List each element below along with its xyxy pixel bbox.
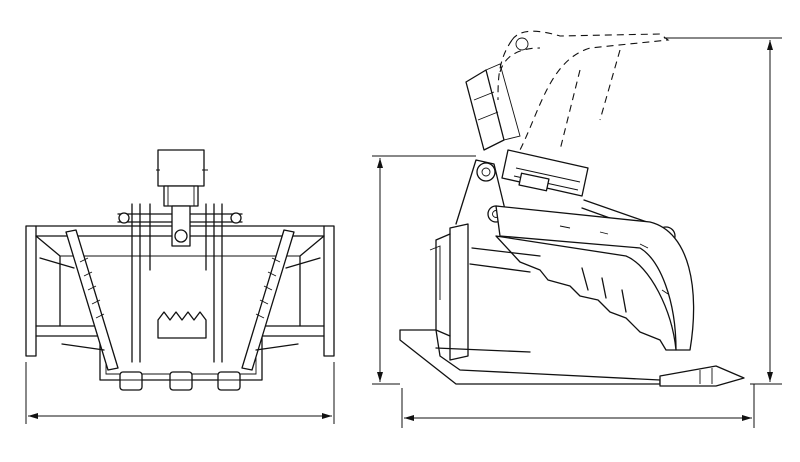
tooth-shoe-left: [119, 371, 143, 391]
open-pivot: [515, 37, 529, 51]
grapple-teeth-inner: [581, 267, 627, 313]
frame-back: [435, 233, 451, 337]
right-tine: [241, 229, 295, 371]
open-cylinder-body: [465, 69, 505, 151]
front-view: [25, 149, 335, 424]
cylinder-details: [156, 169, 208, 206]
upper-pivot-inner: [481, 167, 491, 177]
bucket-floor: [399, 329, 661, 385]
tooth-shoe-right: [217, 371, 241, 391]
cylinder-clamp: [518, 172, 550, 192]
side-width-dimension: [401, 384, 755, 428]
cylinder-head: [157, 149, 205, 187]
inner-arms: [149, 203, 207, 271]
bucket-tooth: [659, 365, 745, 387]
right-pin: [230, 212, 242, 224]
frame-arm: [455, 159, 509, 225]
center-arm-right: [213, 203, 223, 363]
open-height-dimension: [664, 37, 782, 385]
left-pin: [118, 212, 130, 224]
grapple-arm-holes: [559, 225, 673, 327]
right-side-plate: [323, 225, 335, 357]
open-cylinder-side: [485, 63, 521, 141]
bucket-bars: [435, 247, 541, 353]
cylinder-body: [501, 149, 589, 197]
grapple-arm: [495, 205, 695, 351]
right-tine-braces: [255, 257, 321, 351]
upper-pivot: [476, 162, 496, 182]
closed-height-dimension: [372, 155, 476, 385]
side-view: [372, 30, 782, 428]
open-grapple-ribs: [559, 49, 621, 151]
center-teeth: [157, 311, 207, 339]
grapple-teeth: [495, 235, 677, 351]
bucket-tooth-details: [699, 368, 713, 384]
open-cylinder-details: [473, 91, 499, 121]
tooth-shoe-center: [169, 371, 193, 391]
rod-pin: [174, 229, 188, 243]
open-grapple-outer: [511, 30, 670, 151]
bottom-rail: [35, 325, 325, 337]
center-arm-left: [131, 203, 141, 363]
frame-upright: [449, 223, 469, 361]
bucket-rear-lip: [429, 245, 441, 300]
left-tine: [65, 229, 119, 371]
front-width-dimension: [25, 362, 335, 424]
left-side-plate: [25, 225, 37, 357]
right-tine-teeth: [255, 257, 281, 319]
left-tine-braces: [39, 257, 105, 351]
cylinder-mount: [163, 185, 199, 207]
left-tine-teeth: [79, 257, 105, 319]
